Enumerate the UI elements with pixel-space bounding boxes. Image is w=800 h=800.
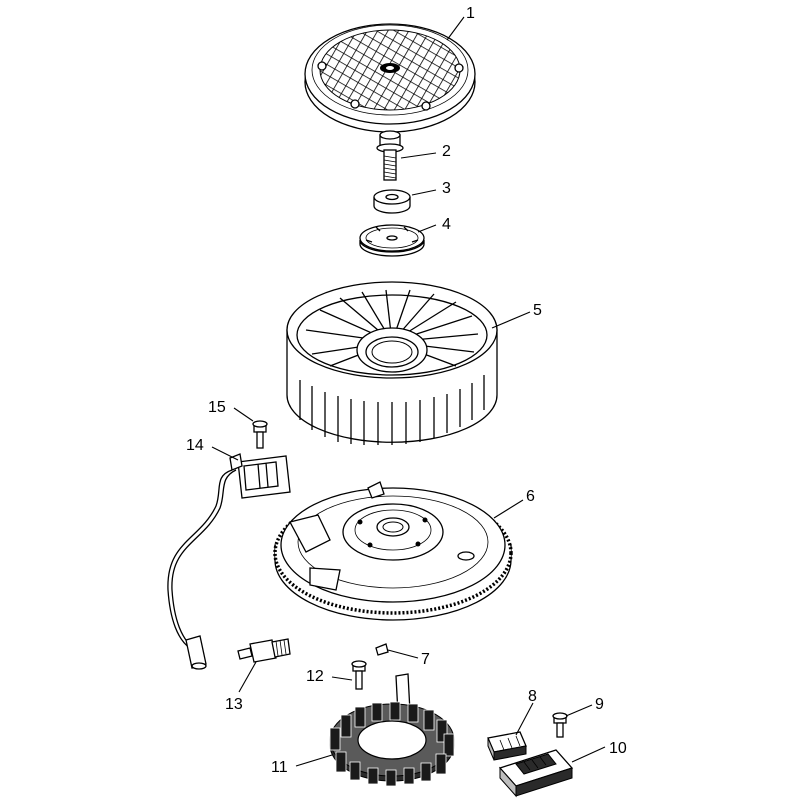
spark-plug-part xyxy=(237,638,291,663)
callout-6: 6 xyxy=(526,488,535,505)
callout-15: 15 xyxy=(208,399,226,416)
callout-2: 2 xyxy=(442,143,451,160)
callout-7: 7 xyxy=(421,651,430,668)
fan-part xyxy=(286,281,498,445)
leader-lines xyxy=(211,16,606,767)
callout-5: 5 xyxy=(533,302,542,319)
callout-1: 1 xyxy=(466,5,475,22)
callout-11: 11 xyxy=(271,759,288,776)
connector-part xyxy=(487,731,527,761)
flywheel-bolt-part xyxy=(376,130,404,181)
callout-9: 9 xyxy=(595,696,604,713)
retainer-plate-part xyxy=(359,224,425,257)
callout-4: 4 xyxy=(442,216,451,233)
flywheel-part xyxy=(273,481,513,621)
callout-10: 10 xyxy=(609,740,627,757)
callout-labels: 1 2 3 4 5 6 7 8 9 10 11 12 13 14 15 xyxy=(186,5,627,776)
callout-8: 8 xyxy=(528,688,537,705)
stator-screw-part xyxy=(351,660,367,690)
coil-screw-part xyxy=(252,420,268,449)
callout-14: 14 xyxy=(186,437,204,454)
flywheel-key-part xyxy=(375,643,389,656)
regulator-part xyxy=(498,749,574,798)
ignition-coil-part xyxy=(167,453,291,670)
callout-12: 12 xyxy=(306,668,324,685)
regulator-screw-part xyxy=(552,712,568,738)
stator-part xyxy=(329,673,455,787)
callout-3: 3 xyxy=(442,180,451,197)
callout-13: 13 xyxy=(225,696,243,713)
washer-part xyxy=(373,189,411,214)
flywheel-screen-part xyxy=(304,23,476,133)
